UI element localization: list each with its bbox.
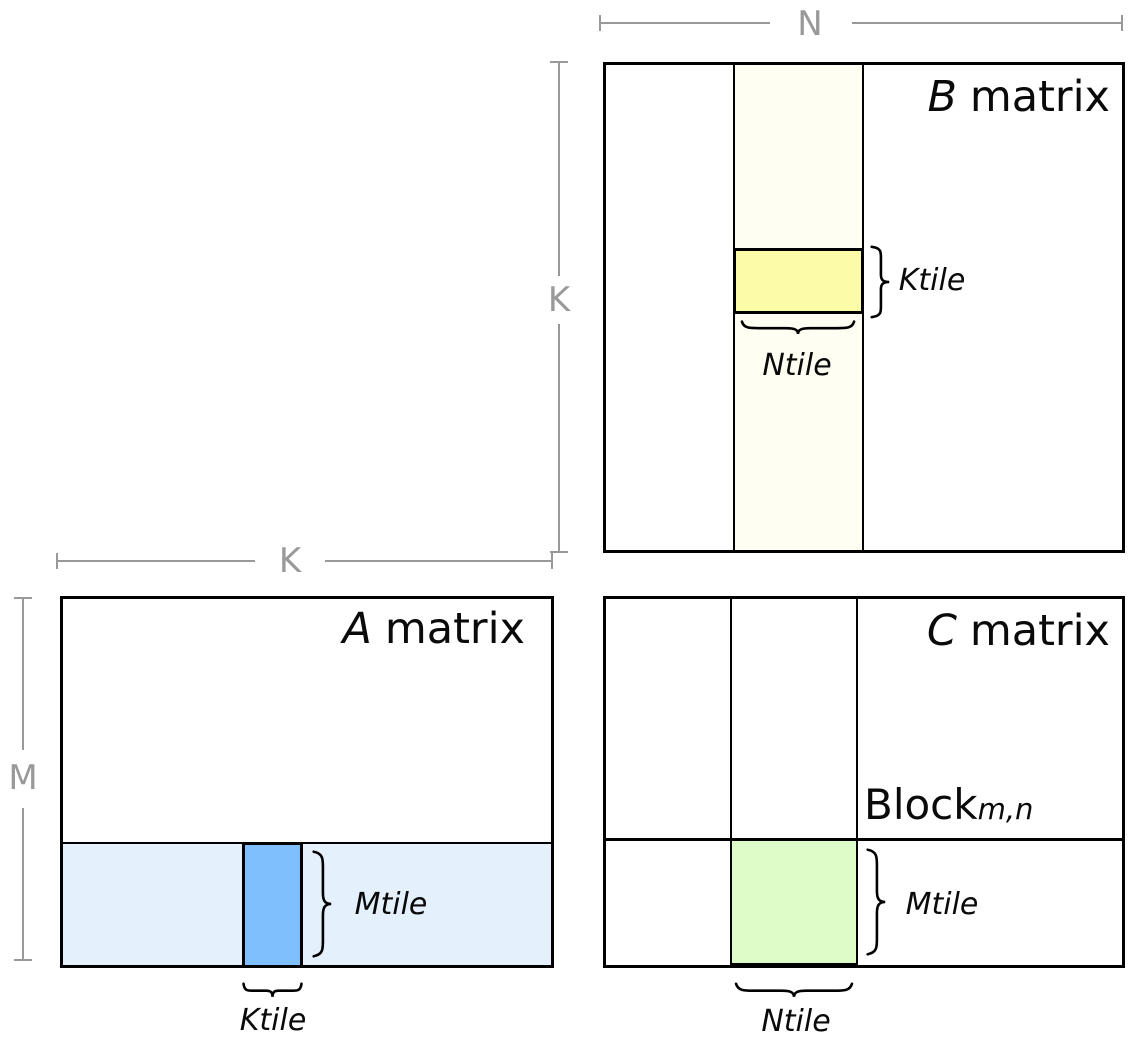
b-ktile-brace — [868, 245, 892, 319]
c-block-label: Blockm,n — [864, 784, 1033, 826]
dim-n-tick — [599, 15, 601, 31]
c-block-tile — [730, 838, 858, 965]
c-block-label-subscript: m,n — [977, 792, 1034, 826]
dim-k-horizontal-label: K — [278, 541, 302, 581]
a-row-strip — [63, 842, 551, 965]
dim-k-line-segment — [325, 560, 553, 562]
dim-k-line-segment — [558, 324, 560, 553]
dim-m-tick — [14, 959, 32, 961]
dim-k-vertical-label: K — [547, 280, 571, 320]
dim-k-line-segment — [57, 560, 255, 562]
dim-n-line-segment — [600, 22, 770, 24]
c-column-line — [730, 599, 732, 965]
c-block-label-text: Block — [864, 780, 978, 829]
a-mtile-label: Mtile — [354, 887, 428, 922]
dim-n-line-segment — [852, 22, 1122, 24]
dim-m-label: M — [8, 758, 38, 798]
c-matrix-label-word: matrix — [969, 606, 1110, 656]
dim-k-tick — [550, 61, 568, 63]
a-ktile-label: Ktile — [239, 1003, 307, 1038]
b-ktile-block — [733, 248, 864, 314]
dim-k-line-segment — [558, 62, 560, 276]
a-matrix-label-letter: A — [342, 604, 372, 654]
b-ntile-label: Ntile — [762, 348, 832, 383]
b-matrix-label-letter: B — [927, 72, 957, 122]
c-ntile-brace — [733, 981, 855, 999]
b-ktile-label: Ktile — [898, 263, 966, 298]
dim-n-tick — [1121, 15, 1123, 31]
c-matrix-label-letter: C — [926, 606, 957, 656]
dim-k-tick — [551, 553, 553, 569]
c-ntile-label: Ntile — [761, 1004, 831, 1039]
dim-k-tick — [550, 551, 568, 553]
c-mtile-label: Mtile — [905, 887, 979, 922]
dim-k-tick — [56, 553, 58, 569]
a-ktile-brace — [242, 981, 303, 999]
a-matrix-label-word: matrix — [384, 604, 525, 654]
c-row-line — [606, 838, 1122, 841]
b-matrix-label-word: matrix — [969, 72, 1110, 122]
c-mtile-brace — [864, 847, 888, 957]
c-column-line — [856, 599, 858, 965]
dim-m-line-segment — [22, 598, 24, 750]
a-ktile-block — [242, 842, 303, 965]
a-mtile-brace — [310, 849, 334, 959]
dim-m-line-segment — [22, 808, 24, 961]
dim-m-tick — [14, 597, 32, 599]
dim-n-label: N — [797, 4, 823, 44]
b-ntile-brace — [739, 319, 857, 336]
